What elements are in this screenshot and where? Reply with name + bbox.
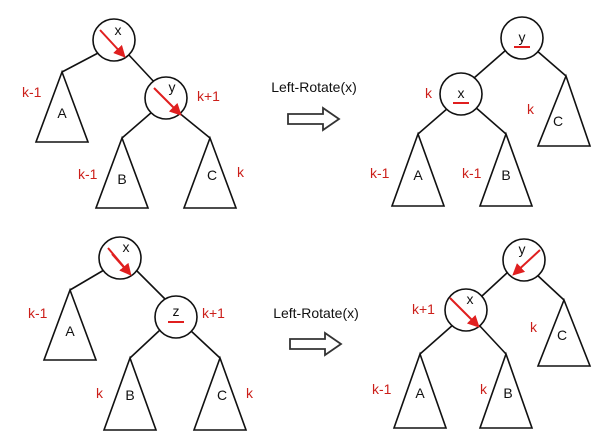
height-c: k [246,385,254,401]
subtree-c-label: C [217,387,227,403]
subtree-c [182,135,238,209]
subtree-b [102,355,158,431]
rotate-arrow-icon [289,331,343,357]
node-z [154,295,198,339]
subtree-b-label: B [117,171,126,187]
subtree-a-label: A [413,167,423,183]
node-z-label: z [173,303,180,319]
left-heavy-arrow [512,249,541,276]
node-x-label: x [123,239,130,255]
subtree-c [536,297,592,367]
height-x: k+1 [412,301,435,317]
subtree-a [34,69,90,143]
node-y-label: y [519,241,526,257]
subtree-a-label: A [415,385,425,401]
subtree-b [478,131,534,207]
subtree-c [536,73,592,147]
subtree-c-label: C [553,113,563,129]
height-c: k [237,164,245,180]
height-a: k-1 [372,381,392,397]
subtree-a [390,131,446,207]
height-b: k-1 [78,166,98,182]
bottom-before-tree: x z A B C k-1 k+1 k k [28,236,254,431]
subtree-b [94,135,150,209]
right-heavy-arrow [153,87,182,116]
subtree-c [192,355,248,431]
subtree-b-label: B [501,167,510,183]
height-y: k+1 [197,88,220,104]
height-x: k [425,85,433,101]
subtree-a [42,287,98,361]
subtree-a-label: A [65,323,75,339]
subtree-a [392,351,448,429]
height-b: k [480,381,488,397]
height-c: k [530,319,538,335]
right-heavy-arrow [99,29,126,58]
subtree-c-label: C [557,327,567,343]
right-heavy-arrow [111,253,129,273]
height-c: k [527,101,535,117]
node-x-label: x [115,22,122,38]
subtree-a-label: A [57,105,67,121]
node-x [98,236,142,280]
node-x-label: x [458,85,465,101]
node-y [144,76,188,120]
height-a: k-1 [28,305,48,321]
rotation-caption-top: Left-Rotate(x) [271,79,357,95]
subtree-b-label: B [503,385,512,401]
node-y [500,16,544,60]
subtree-c-label: C [207,167,217,183]
rotate-arrow-icon [287,106,341,132]
height-b: k-1 [462,165,482,181]
node-y-label: y [519,29,526,45]
height-a: k-1 [370,165,390,181]
node-x-label: x [467,291,474,307]
rotation-caption-bottom: Left-Rotate(x) [273,305,359,321]
subtree-b [478,351,534,429]
node-x [439,72,483,116]
bottom-after-tree: y x C A B k+1 k k-1 k [372,238,592,429]
top-after-tree: y x C A B k k k-1 k-1 [370,16,592,207]
top-before-tree: x y A B C k-1 k+1 k-1 k [22,18,245,209]
subtree-b-label: B [125,387,134,403]
node-y-label: y [169,79,176,95]
height-b: k [96,385,104,401]
right-heavy-arrow [449,297,480,328]
height-z: k+1 [202,305,225,321]
height-a: k-1 [22,84,42,100]
